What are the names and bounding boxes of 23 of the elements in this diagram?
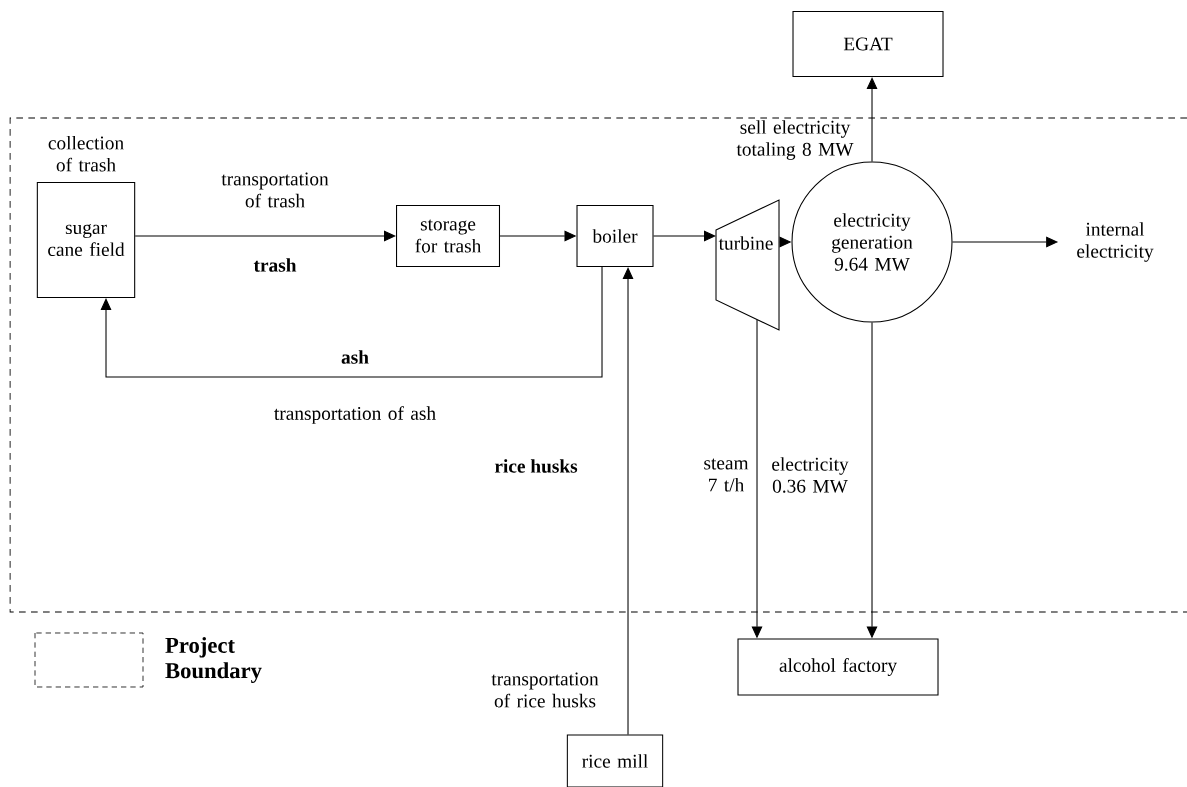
arrow [134, 230, 396, 242]
output-label: internal electricity [1077, 222, 1154, 262]
process-box: alcohol factory [737, 638, 939, 696]
flow-label: rice husks [494, 459, 578, 473]
process-box: storage for trash [396, 204, 500, 268]
edge-label: electricity 0.36 MW [772, 457, 849, 493]
edge-label: steam 7 t/h [704, 458, 749, 492]
process-box: sugar cane field [36, 182, 136, 298]
edge-label: sell electricity totaling 8 MW [736, 120, 854, 160]
node-caption: collection of trash [48, 135, 124, 172]
edge-label: transportation of trash [221, 172, 329, 208]
edge-label: transportation of rice husks [491, 672, 599, 708]
arrow [866, 77, 878, 162]
arrow [100, 266, 603, 378]
flow-label: ash [341, 350, 369, 364]
process-box: rice mill [566, 734, 664, 787]
flow-label: trash [253, 258, 297, 272]
process-box: boiler [576, 204, 654, 268]
process-box: EGAT [792, 10, 944, 78]
edge-label: transportation of ash [274, 406, 436, 424]
arrow [653, 230, 716, 242]
legend-label: Project Boundary [165, 637, 262, 683]
arrow [622, 267, 634, 735]
